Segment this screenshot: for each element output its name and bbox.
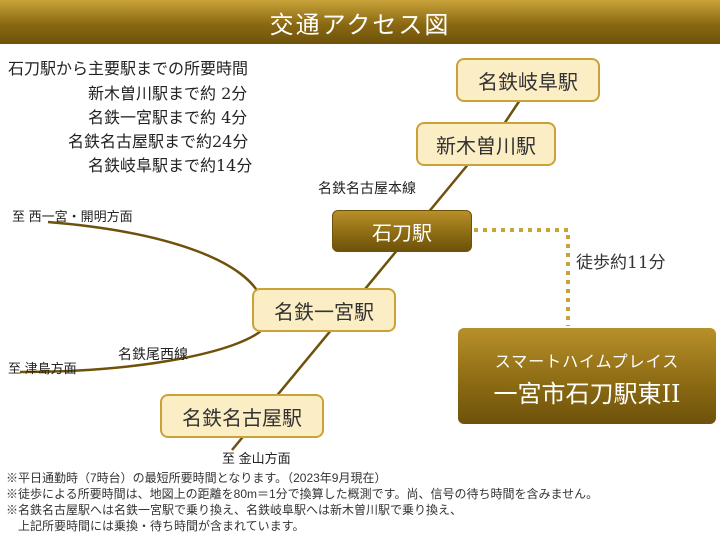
bisai-line-upper [47,220,264,301]
travel-time-row: 名鉄岐阜駅まで約14分 [88,156,253,175]
station-meitetsu-gifu: 名鉄岐阜駅 [456,58,600,102]
destination-name-line2: 一宮市石刀駅東II [493,380,681,408]
footnotes: ※平日通勤時（7時台）の最短所要時間となります。（2023年9月現在） ※徒歩に… [6,470,598,534]
travel-times: 石刀駅から主要駅までの所要時間 [8,58,248,80]
station-meitetsu-nagoya: 名鉄名古屋駅 [160,394,324,438]
destination-name-line1: スマートハイムプレイス [494,352,680,371]
station-meitetsu-ichinomiya: 名鉄一宮駅 [252,288,396,332]
travel-times-heading: 石刀駅から主要駅までの所要時間 [8,59,249,78]
station-ishigatana: 石刀駅 [332,210,472,252]
walk-route [474,228,570,326]
page-title: 交通アクセス図 [269,10,451,39]
destination-box: スマートハイムプレイス 一宮市石刀駅東II [458,328,716,424]
walk-time-label: 徒歩約11分 [576,253,666,273]
travel-time-row: 名鉄名古屋駅まで約24分 [68,132,249,151]
travel-time-row: 新木曽川駅まで約 2分 [88,84,248,103]
direction-nishiichinomiya: 至 西一宮・開明方面 [12,209,133,224]
footnote: 上記所要時間には乗換・待ち時間が含まれています。 [6,519,305,533]
bisai-line-lower [19,329,263,374]
line-label-main: 名鉄名古屋本線 [318,181,416,197]
footnote: ※徒歩による所要時間は、地図上の距離を80m＝1分で換算した概測です。尚、信号の… [6,487,599,501]
header-bar: 交通アクセス図 [0,0,720,44]
direction-tsushima: 至 津島方面 [8,361,77,376]
station-shinkisogawa: 新木曽川駅 [416,122,556,166]
direction-kanayama: 至 金山方面 [222,451,291,466]
line-label-bisai: 名鉄尾西線 [118,347,188,363]
footnote: ※名鉄名古屋駅へは名鉄一宮駅で乗り換え、名鉄岐阜駅へは新木曽川駅で乗り換え、 [6,503,463,517]
footnote: ※平日通勤時（7時台）の最短所要時間となります。（2023年9月現在） [6,471,387,485]
travel-time-row: 名鉄一宮駅まで約 4分 [88,108,248,127]
